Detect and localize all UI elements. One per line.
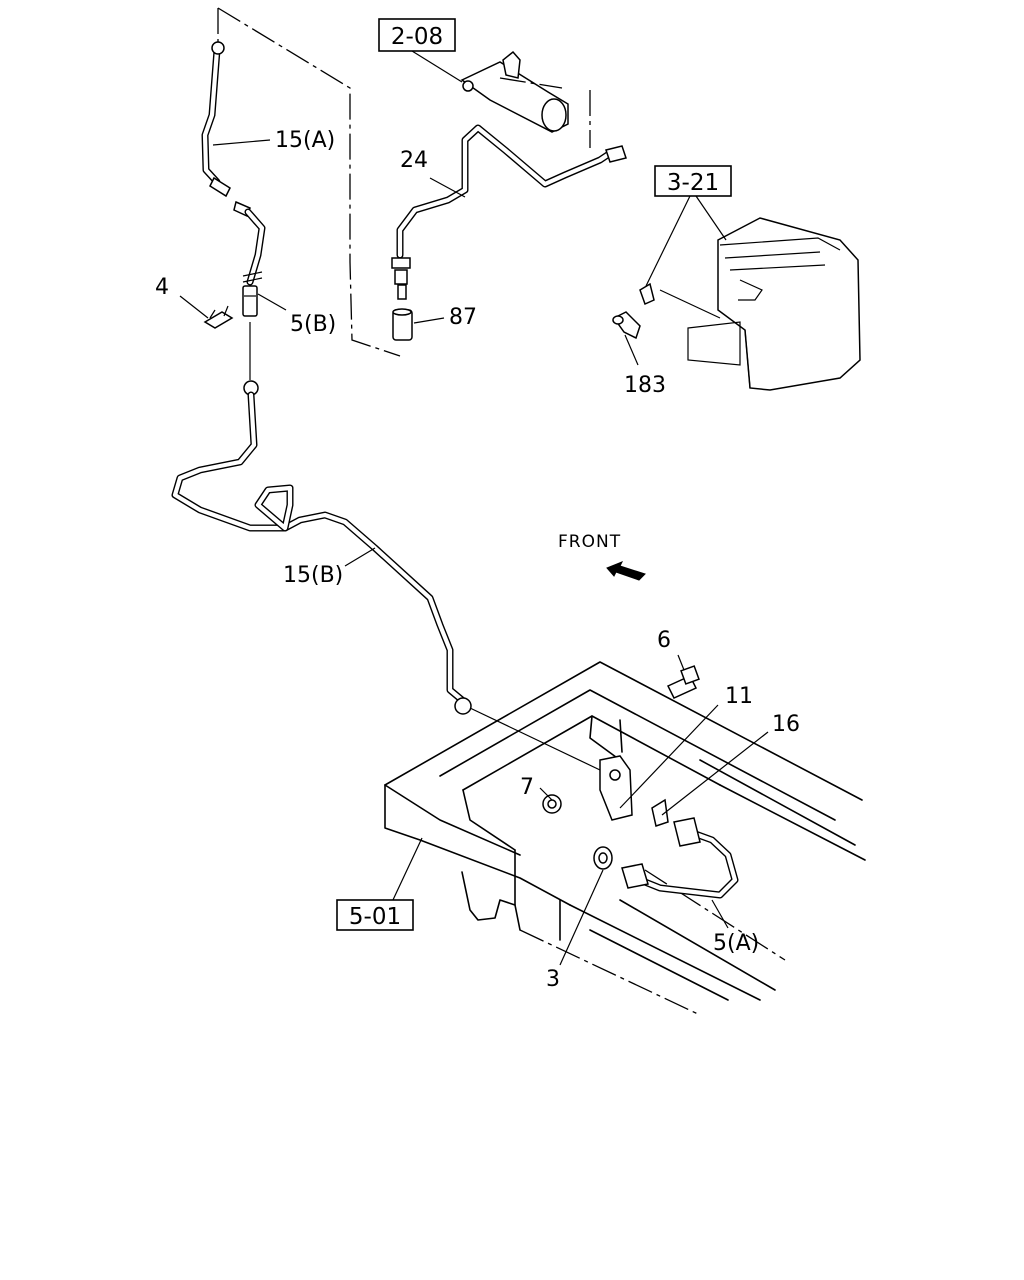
label-87[interactable]: 87 <box>449 305 477 330</box>
pipe-15a <box>201 41 266 286</box>
label-6[interactable]: 6 <box>657 628 671 653</box>
master-cylinder <box>460 50 569 133</box>
front-arrow-icon <box>606 561 646 581</box>
label-5b[interactable]: 5(B) <box>290 312 336 337</box>
front-indicator: FRONT <box>558 532 646 581</box>
bolt-6 <box>666 665 700 699</box>
washer-3 <box>593 846 613 870</box>
label-7[interactable]: 7 <box>520 775 534 800</box>
ref-box-2-08[interactable]: 2-08 <box>378 18 456 52</box>
ref-box-5-01[interactable]: 5-01 <box>336 899 414 931</box>
label-3[interactable]: 3 <box>546 967 560 992</box>
clip-16 <box>651 798 669 827</box>
hose-5b <box>242 285 258 380</box>
bracket-11 <box>599 755 633 821</box>
flare-nut <box>211 41 225 55</box>
part-labels: 15(A) 24 4 5(B) 87 183 15(B) 6 11 16 7 3… <box>155 128 800 992</box>
nut-7 <box>542 794 562 814</box>
adapter-87 <box>392 308 413 341</box>
ref-box-3-21[interactable]: 3-21 <box>654 165 732 197</box>
pipe-24 <box>391 124 627 300</box>
label-24[interactable]: 24 <box>400 148 428 173</box>
hose-5a <box>621 817 739 899</box>
pipe-15b <box>171 380 601 771</box>
label-15a[interactable]: 15(A) <box>275 128 335 153</box>
booster-assembly <box>639 217 861 391</box>
label-15b[interactable]: 15(B) <box>283 563 343 588</box>
label-183[interactable]: 183 <box>624 373 666 398</box>
label-5a[interactable]: 5(A) <box>713 931 759 956</box>
clip-4 <box>203 305 234 329</box>
label-16[interactable]: 16 <box>772 712 800 737</box>
front-label: FRONT <box>558 532 621 552</box>
label-4[interactable]: 4 <box>155 275 169 300</box>
svg-text:2-08: 2-08 <box>391 24 443 50</box>
label-11[interactable]: 11 <box>725 684 753 709</box>
frame-rail <box>384 661 866 1016</box>
leader-lines <box>179 50 769 966</box>
reference-frame-lines <box>217 7 591 357</box>
svg-text:5-01: 5-01 <box>349 904 401 930</box>
flare-nut <box>209 176 231 198</box>
svg-text:3-21: 3-21 <box>667 170 719 196</box>
hose-183 <box>612 311 641 340</box>
